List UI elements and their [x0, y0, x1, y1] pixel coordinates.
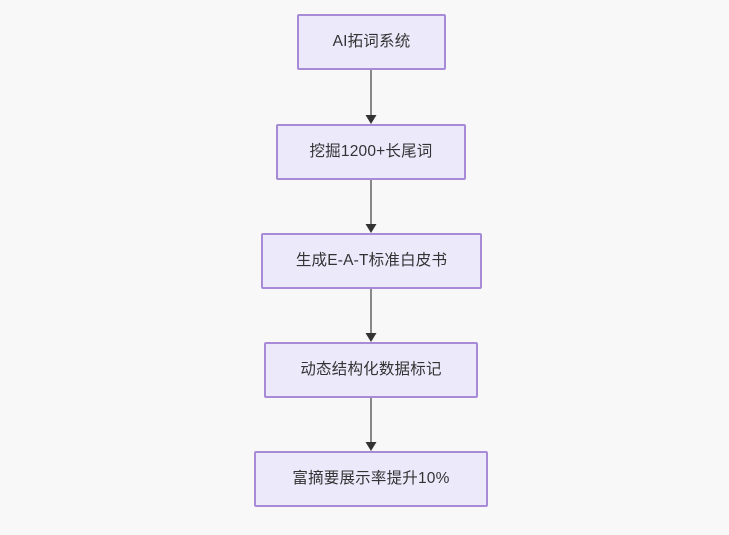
- flowchart-node-mine-longtail-keywords[interactable]: 挖掘1200+长尾词: [276, 124, 466, 180]
- connector-node-1-to-node-2: [361, 70, 381, 124]
- connector-node-3-to-node-4: [361, 289, 381, 342]
- flowchart-node-rich-snippet-rate-increase[interactable]: 富摘要展示率提升10%: [254, 451, 488, 507]
- flowchart-node-ai-keyword-system[interactable]: AI拓词系统: [297, 14, 446, 70]
- flowchart-node-dynamic-structured-data-markup[interactable]: 动态结构化数据标记: [264, 342, 478, 398]
- connector-node-4-to-node-5: [361, 398, 381, 451]
- flowchart-node-generate-eat-whitepaper[interactable]: 生成E-A-T标准白皮书: [261, 233, 482, 289]
- node-label: 挖掘1200+长尾词: [309, 143, 433, 161]
- connector-node-2-to-node-3: [361, 180, 381, 233]
- node-label: 生成E-A-T标准白皮书: [295, 252, 448, 270]
- node-label: 动态结构化数据标记: [300, 361, 442, 379]
- node-label: AI拓词系统: [332, 33, 411, 51]
- node-label: 富摘要展示率提升10%: [292, 470, 450, 488]
